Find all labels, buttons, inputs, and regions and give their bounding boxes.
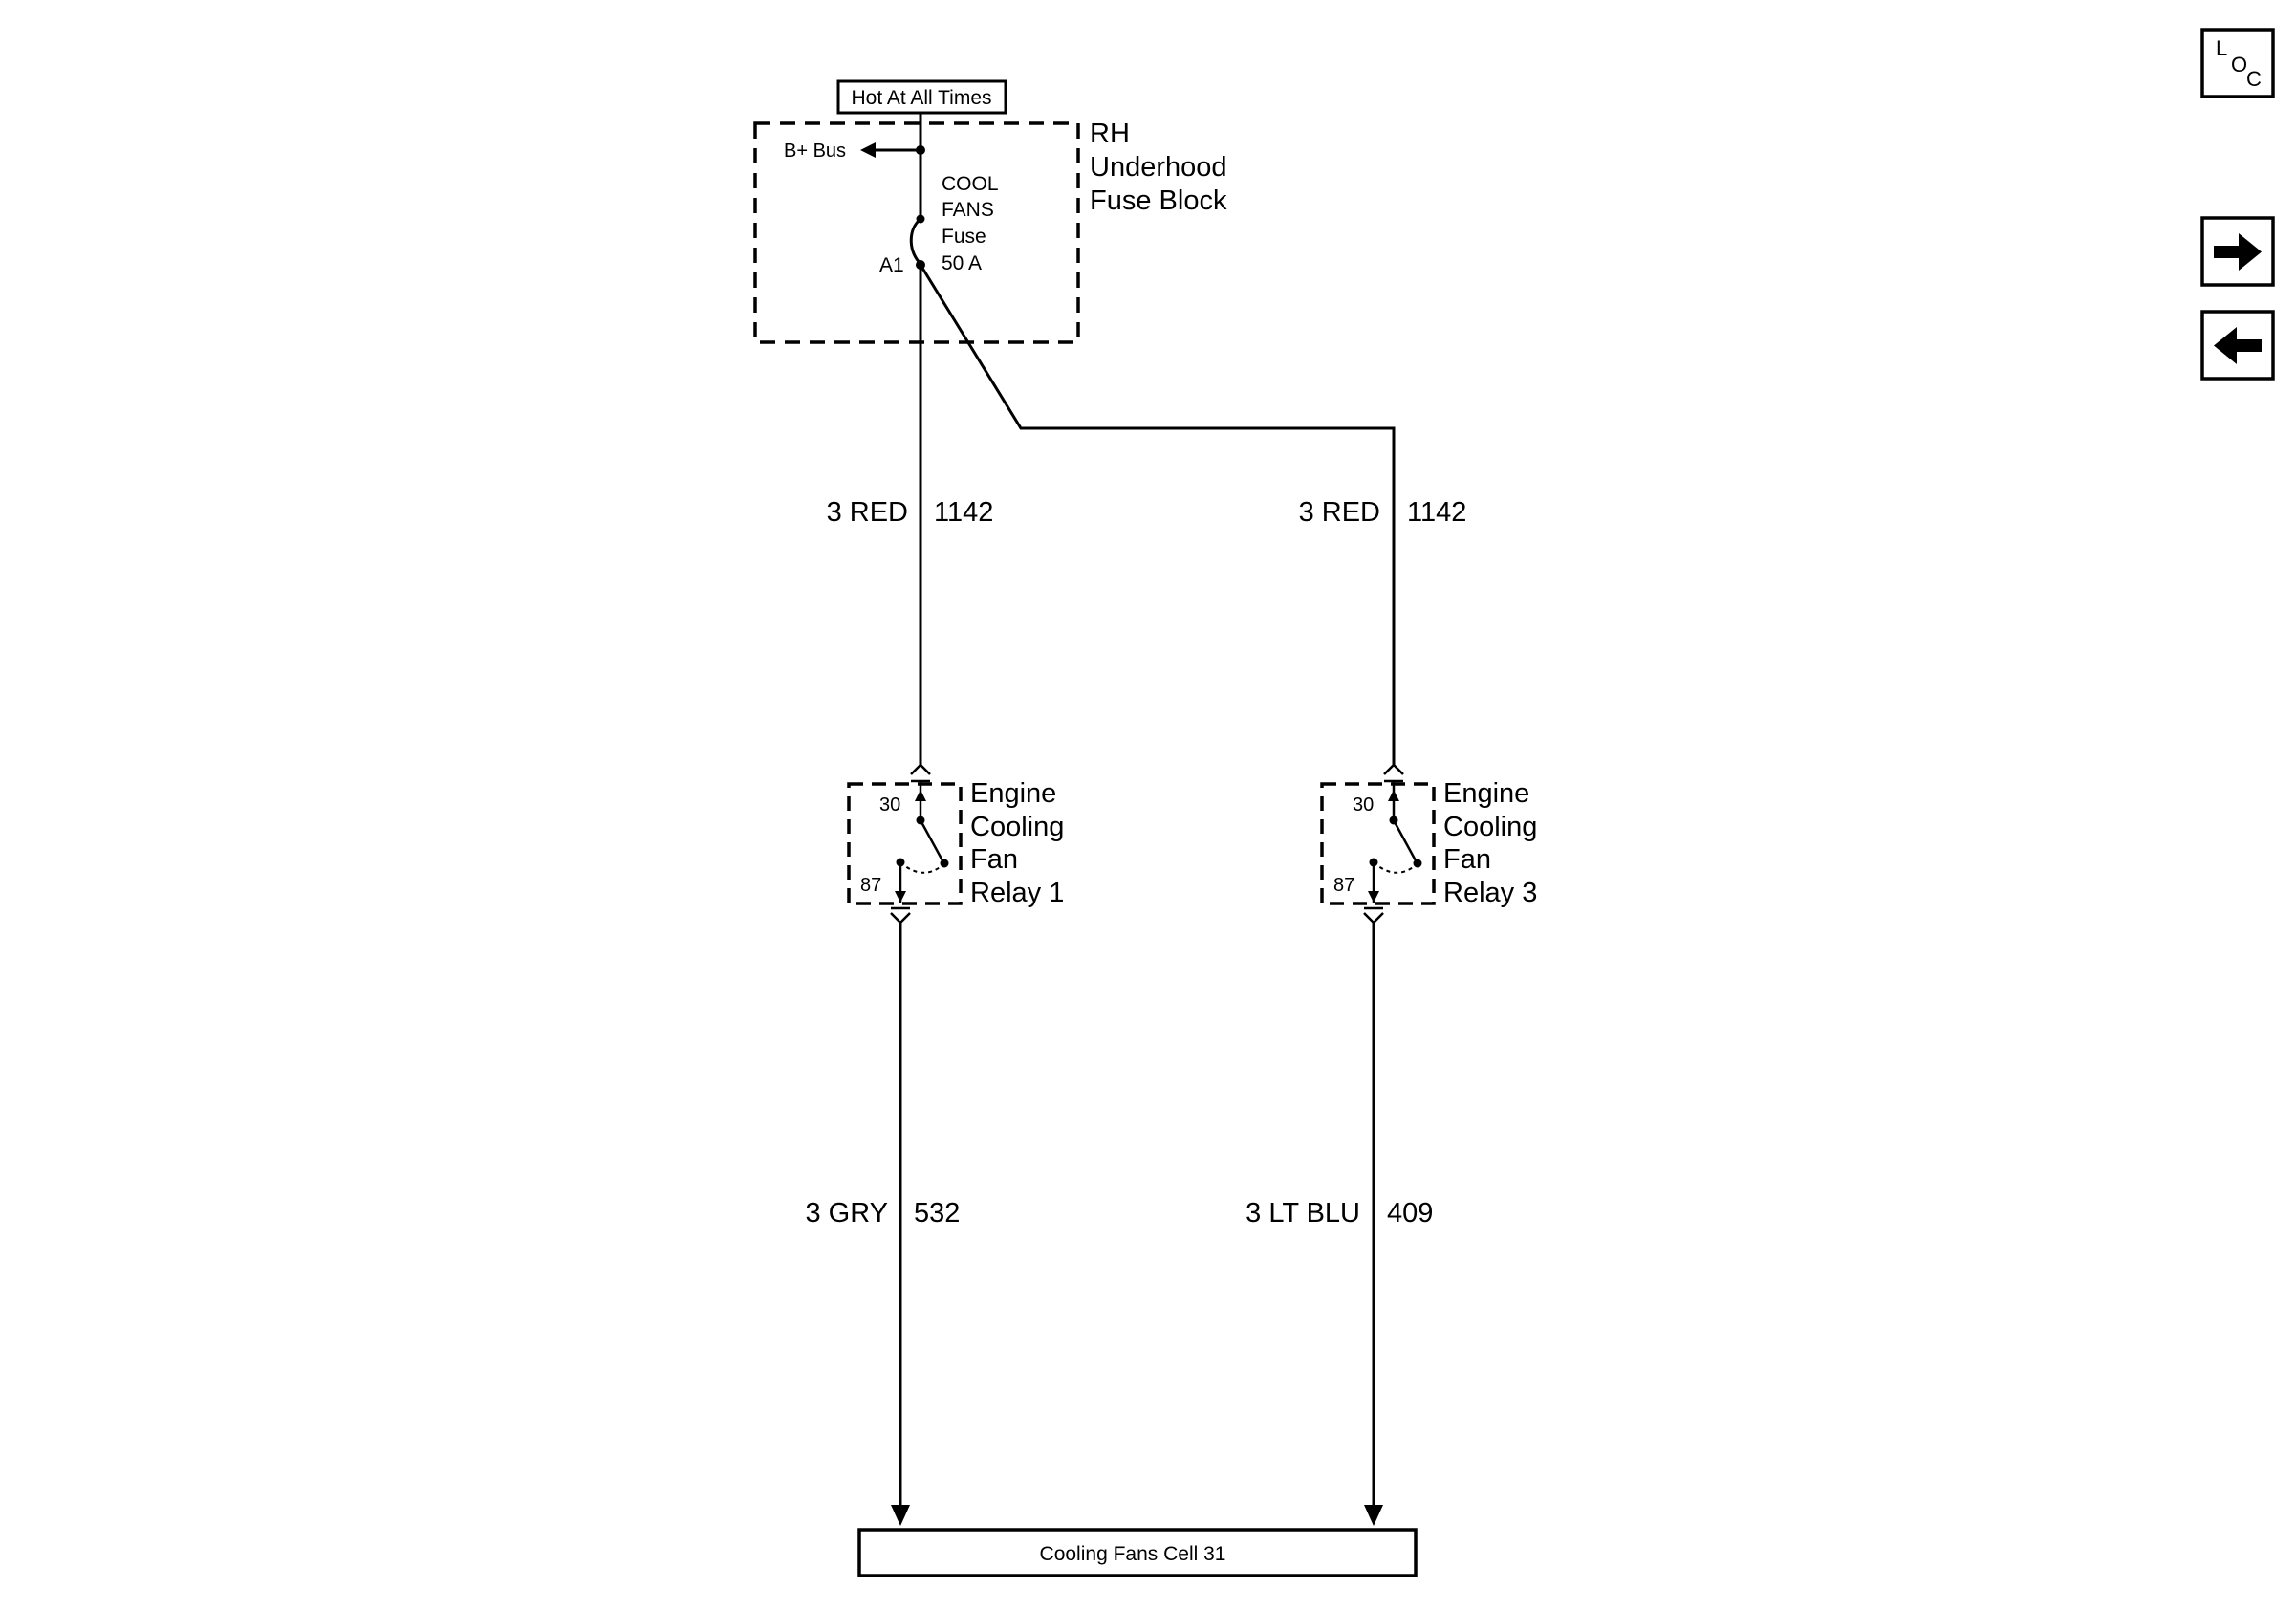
fuse-block-title-1: RH — [1090, 119, 1130, 149]
fuse-block-outline — [753, 121, 1080, 344]
loc-button[interactable]: L O C — [2200, 28, 2275, 98]
arrow-right-icon — [2214, 233, 2262, 271]
wire-right-top-circuit: 1142 — [1407, 497, 1466, 528]
relay1-pin-87: 87 — [860, 875, 881, 896]
loc-letter-c: C — [2246, 67, 2262, 91]
forward-button[interactable] — [2200, 216, 2275, 287]
fuse-label-3: Fuse — [942, 226, 986, 248]
hot-at-all-times-label: Hot At All Times — [851, 87, 991, 109]
relay3-pin-30: 30 — [1353, 794, 1374, 816]
wire-right-bottom-circuit: 409 — [1387, 1198, 1433, 1229]
wire-right-top — [919, 264, 1396, 765]
fuse-label-2: FANS — [942, 199, 994, 221]
relay3-pin-87: 87 — [1333, 875, 1354, 896]
engine-cooling-fan-relay-1 — [847, 763, 963, 925]
wire-right-top-color: 3 RED — [1299, 497, 1380, 528]
relay1-label-3: Fan — [970, 844, 1018, 875]
wire-left-top-color: 3 RED — [827, 497, 908, 528]
cooling-fans-cell-label: Cooling Fans Cell 31 — [1040, 1543, 1226, 1565]
terminal-a1-label: A1 — [879, 254, 904, 276]
relay3-label-4: Relay 3 — [1443, 878, 1537, 908]
wire-right-bottom-arrow-icon — [1364, 1505, 1383, 1526]
wire-right-bottom-color: 3 LT BLU — [1245, 1198, 1360, 1229]
bus-label: B+ Bus — [784, 141, 846, 162]
wire-left-bottom-arrow-icon — [891, 1505, 910, 1526]
fuse-label-4: 50 A — [942, 252, 982, 274]
wire-left-top-circuit: 1142 — [934, 497, 993, 528]
fuse-block-title-2: Underhood — [1090, 152, 1227, 183]
relay3-label-1: Engine — [1443, 778, 1529, 809]
arrow-left-icon — [2214, 327, 2262, 364]
relay1-label-2: Cooling — [970, 812, 1064, 842]
fuse-block-title-3: Fuse Block — [1090, 185, 1227, 216]
relay3-label-3: Fan — [1443, 844, 1491, 875]
relay1-label-1: Engine — [970, 778, 1056, 809]
relay1-pin-30: 30 — [879, 794, 900, 816]
cooling-fans-cell-31-link[interactable]: Cooling Fans Cell 31 — [857, 1528, 1418, 1577]
relay1-label-4: Relay 1 — [970, 878, 1064, 908]
wire-left-bottom-color: 3 GRY — [805, 1198, 888, 1229]
fuse-label-1: COOL — [942, 173, 999, 195]
fuse-icon — [909, 217, 922, 266]
loc-letter-l: L — [2216, 36, 2227, 60]
engine-cooling-fan-relay-3 — [1320, 763, 1436, 925]
wire-left-bottom-circuit: 532 — [914, 1198, 960, 1229]
relay3-label-2: Cooling — [1443, 812, 1537, 842]
bus-arrow-icon — [860, 142, 876, 158]
back-button[interactable] — [2200, 310, 2275, 381]
loc-letter-o: O — [2231, 53, 2247, 76]
